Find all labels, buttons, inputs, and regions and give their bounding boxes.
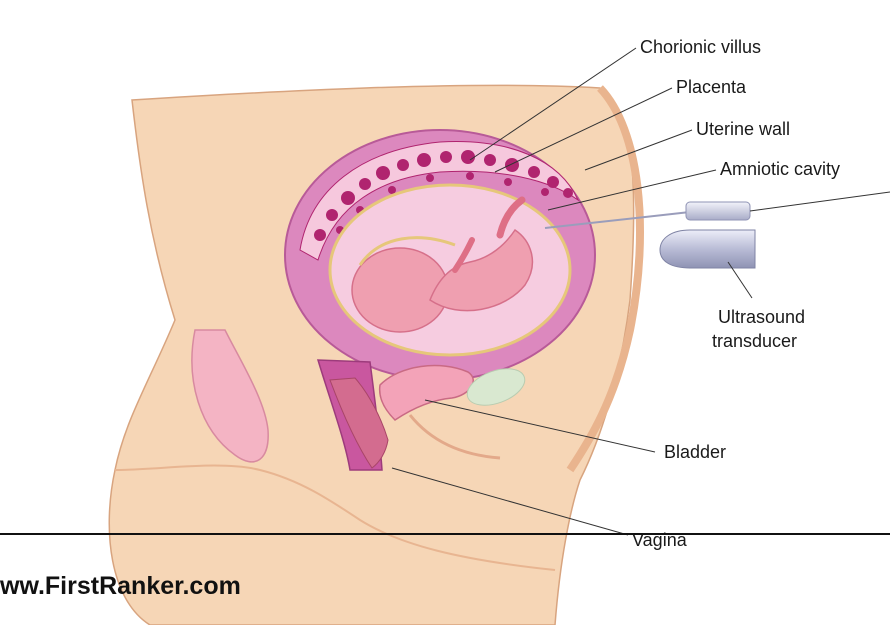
footer-site-text: ww.FirstRanker.com [0, 572, 241, 601]
label-placenta: Placenta [676, 76, 746, 98]
label-ultrasound: Ultrasound [718, 306, 805, 328]
label-transducer: transducer [712, 330, 797, 352]
label-amniotic-cavity: Amniotic cavity [720, 158, 840, 180]
label-bladder: Bladder [664, 441, 726, 463]
label-uterine-wall: Uterine wall [696, 118, 790, 140]
label-chorionic-villus: Chorionic villus [640, 36, 761, 58]
footer-divider [0, 533, 890, 535]
ultrasound-probe [660, 230, 755, 268]
syringe-barrel [686, 202, 750, 220]
